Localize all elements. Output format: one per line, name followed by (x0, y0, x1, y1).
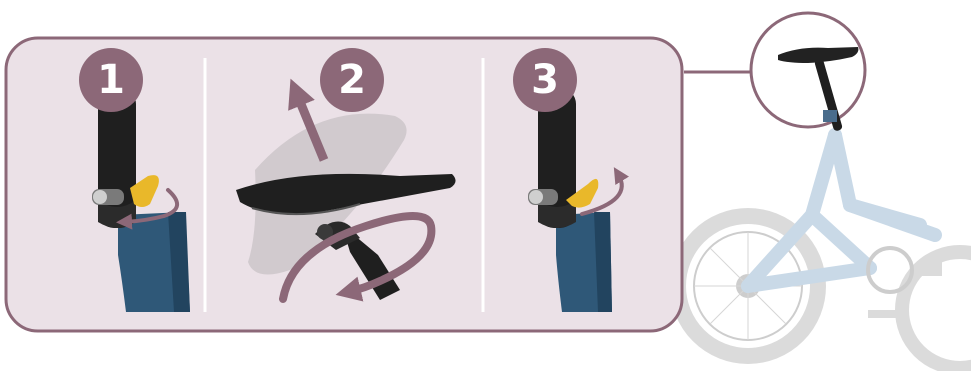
seat-callout (751, 13, 865, 132)
bike-background (678, 135, 971, 368)
step-badge-1: 1 (79, 48, 143, 112)
bike-frame (748, 135, 935, 286)
step-badge-2: 2 (320, 48, 384, 112)
step-badge-3: 3 (513, 48, 577, 112)
